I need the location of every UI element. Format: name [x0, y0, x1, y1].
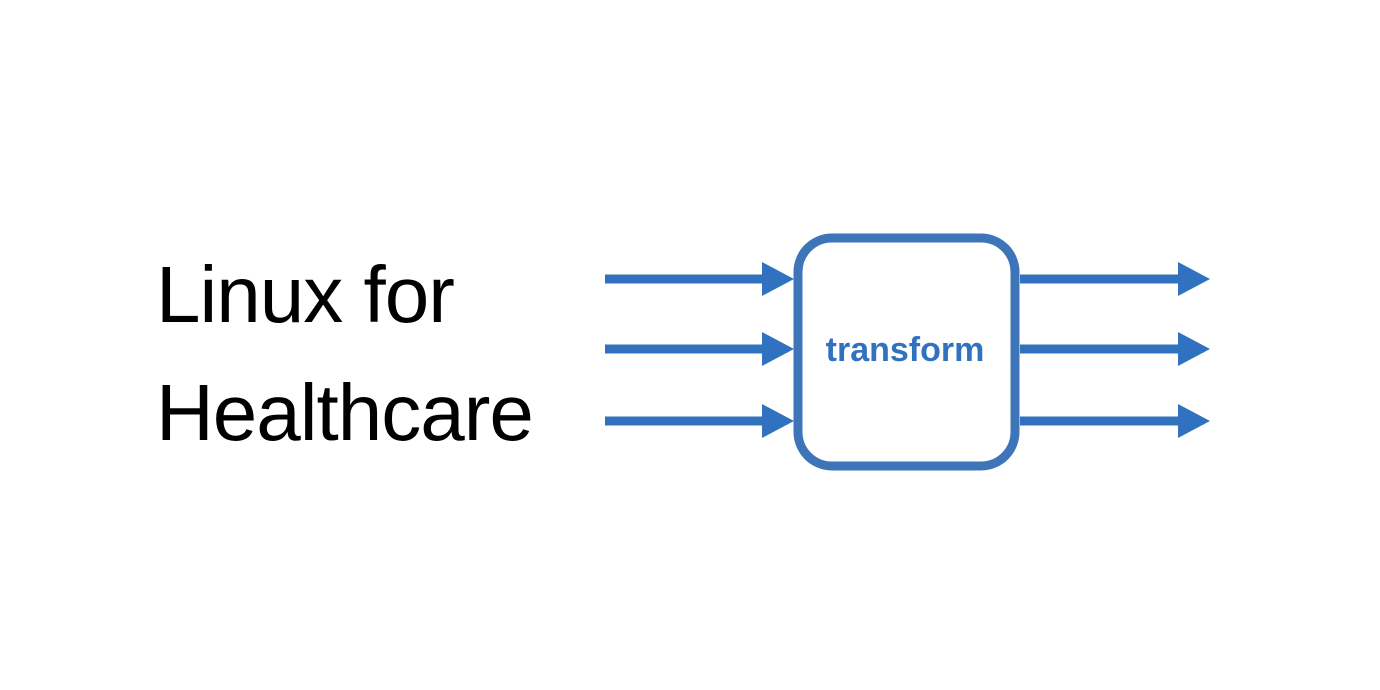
title-line-1: Linux for [156, 250, 455, 339]
output-arrows [1020, 262, 1210, 438]
title-line-2: Healthcare [156, 368, 534, 457]
transform-label: transform [826, 331, 985, 369]
diagram-title: Linux for Healthcare [156, 236, 616, 472]
output-arrow-1-icon [1020, 262, 1210, 296]
input-arrows [605, 262, 794, 438]
input-arrow-1-icon [605, 262, 794, 296]
input-arrow-2-icon [605, 332, 794, 366]
input-arrow-3-icon [605, 404, 794, 438]
output-arrow-2-icon [1020, 332, 1210, 366]
output-arrow-3-icon [1020, 404, 1210, 438]
transform-box: transform [793, 233, 1020, 471]
transform-box-frame [793, 233, 1020, 471]
